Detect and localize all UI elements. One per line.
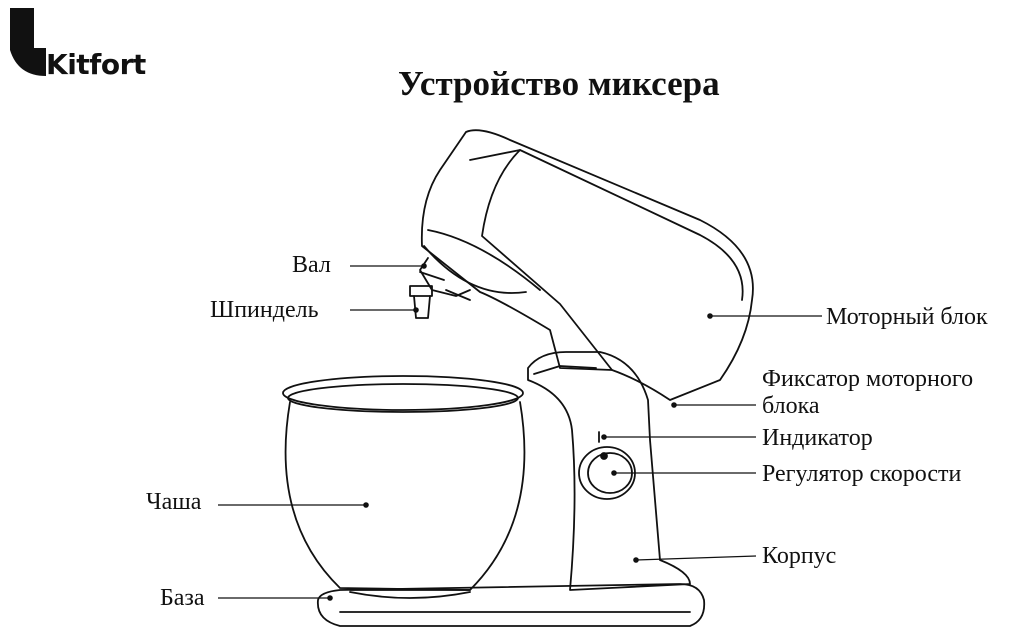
- label-speed-control: Регулятор скорости: [762, 461, 962, 487]
- mixer-motor-head: [420, 129, 754, 401]
- label-shaft: Вал: [292, 252, 331, 278]
- label-spindle: Шпиндель: [210, 297, 319, 323]
- label-bowl: Чаша: [146, 489, 202, 515]
- brand-name: Kitfort: [46, 48, 146, 81]
- mixer-base: [317, 583, 706, 627]
- label-motor-block: Моторный блок: [826, 304, 988, 330]
- mixer-attachment-hub: [409, 257, 471, 319]
- mixer-bowl: [282, 375, 526, 599]
- page-title: Устройство миксера: [398, 64, 720, 103]
- mixer-housing: [527, 351, 691, 591]
- label-housing: Корпус: [762, 543, 837, 569]
- label-base: База: [160, 585, 205, 611]
- kitfort-logo-mark-icon: [10, 8, 46, 76]
- label-indicator: Индикатор: [762, 425, 873, 451]
- leader-lines: [218, 263, 822, 601]
- kitfort-logo: Kitfort: [8, 6, 168, 96]
- label-motor-lock-line1: Фиксатор моторного: [762, 366, 974, 392]
- label-motor-lock-line2: блока: [762, 393, 820, 419]
